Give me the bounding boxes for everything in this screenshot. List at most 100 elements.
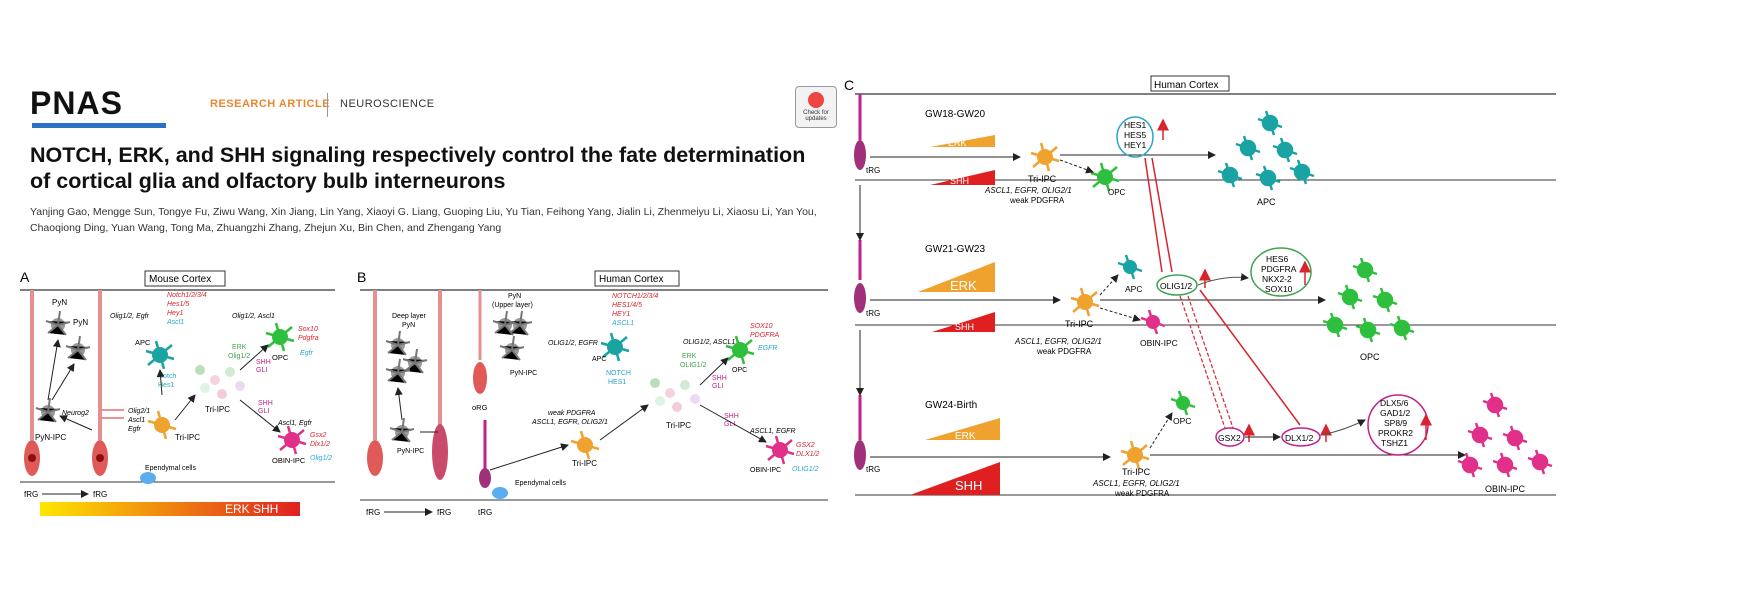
b-frg-2: fRG xyxy=(437,508,451,517)
panel-a: A Mouse Cortex PyN PyN PyN-IPC Neurog2 A… xyxy=(20,269,335,516)
a-frg-2: fRG xyxy=(93,490,107,499)
c-trg-1: tRG xyxy=(866,166,880,175)
c-tri-genes-1a: ASCL1, EGFR, OLIG2/1 xyxy=(984,186,1072,195)
b-apc-genes: OLIG1/2, EGFR xyxy=(548,340,598,347)
author-name[interactable]: Yu Tian xyxy=(505,206,541,218)
a-opc-up-1: Sox10 xyxy=(298,326,318,333)
author-name[interactable]: Zhejun Xu xyxy=(304,222,353,234)
a-apc-up-3: Hey1 xyxy=(167,310,183,317)
c-obin-box-1: DLX5/6 xyxy=(1380,398,1409,408)
c-obin-box-2: GAD1/2 xyxy=(1380,408,1411,418)
c-hes-1: HES1 xyxy=(1124,120,1146,130)
subject-label[interactable]: NEUROSCIENCE xyxy=(340,98,435,110)
a-pyn-label-2: PyN xyxy=(73,318,88,327)
c-apc-row1: APC xyxy=(1257,197,1276,207)
b-opc-genes: OLIG1/2, ASCL1 xyxy=(683,339,735,346)
b-obin-label: OBIN-IPC xyxy=(750,467,781,474)
c-opc-3: OPC xyxy=(1173,416,1191,426)
b-cluster-tri-ipc: Tri-IPC xyxy=(666,421,691,430)
c-tri-ipc-1: Tri-IPC xyxy=(1028,174,1057,184)
author-name[interactable]: Xin Jiang xyxy=(270,206,315,218)
author-name[interactable]: Ziwu Wang xyxy=(212,206,266,218)
panel-c-title: Human Cortex xyxy=(1154,80,1218,91)
b-deep-pyn-1: Deep layer xyxy=(392,313,427,320)
panel-c-letter: C xyxy=(844,77,854,93)
c-opc-box-4: SOX10 xyxy=(1265,284,1293,294)
a-cluster-tri-ipc: Tri-IPC xyxy=(205,405,230,414)
author-name[interactable]: Yuan Wang xyxy=(110,222,165,234)
author-name[interactable]: Mengge Sun xyxy=(92,206,153,218)
a-obin-label: OBIN-IPC xyxy=(272,456,306,465)
b-opc-down: EGFR xyxy=(758,345,777,352)
panel-b-letter: B xyxy=(357,269,366,285)
b-shh1-1: SHH xyxy=(712,375,727,382)
c-stage-3: GW24-Birth xyxy=(925,400,977,411)
b-notch-2: HES1 xyxy=(608,379,626,386)
b-apc-down: ASCL1 xyxy=(611,320,634,327)
a-notch-2: Hes1 xyxy=(158,382,174,389)
author-name[interactable]: Zhuangzhi Zhang xyxy=(216,222,299,234)
b-tri-gene-2: ASCL1, EGFR, OLIG2/1 xyxy=(531,419,608,426)
a-shh1-2: GLI xyxy=(256,367,267,374)
c-trg-2: tRG xyxy=(866,309,880,318)
a-frg-1: fRG xyxy=(24,490,38,499)
c-shh-3: SHH xyxy=(955,478,982,493)
b-opc-label: OPC xyxy=(732,367,747,374)
b-opc-up-1: SOX10 xyxy=(750,323,773,330)
author-name[interactable]: Yan You xyxy=(775,206,814,218)
author-name[interactable]: Tong Ma xyxy=(170,222,211,234)
c-opc-box-3: NKX2-2 xyxy=(1262,274,1292,284)
c-shh-1: SHH xyxy=(950,176,969,186)
check-for-updates-badge[interactable]: Check for updates xyxy=(795,86,837,128)
a-opc-label: OPC xyxy=(272,353,289,362)
c-tri-genes-3a: ASCL1, EGFR, OLIG2/1 xyxy=(1092,479,1180,488)
author-name[interactable]: Xiaoyi G. Liang xyxy=(366,206,438,218)
b-org-label: oRG xyxy=(472,403,488,412)
author-list: Yanjing Gao, Mengge Sun, Tongye Fu, Ziwu… xyxy=(30,206,817,234)
a-apc-label: APC xyxy=(135,338,151,347)
author-name[interactable]: Bin Chen xyxy=(357,222,402,234)
journal-logo[interactable]: PNAS xyxy=(30,85,123,121)
c-hes-2: HES5 xyxy=(1124,130,1146,140)
c-tri-genes-3b: weak PDGFRA xyxy=(1114,489,1170,498)
b-obin-down: OLIG1/2 xyxy=(792,466,819,473)
c-tri-genes-1b: weak PDGFRA xyxy=(1009,196,1065,205)
a-ependymal-label: Ependymal cells xyxy=(145,465,196,472)
author-name[interactable]: Guoping Liu xyxy=(443,206,500,218)
c-stage-1: GW18-GW20 xyxy=(925,109,985,120)
author-name[interactable]: Feihong Yang xyxy=(546,206,611,218)
c-dlx12: DLX1/2 xyxy=(1285,433,1314,443)
header-separator xyxy=(327,93,328,117)
author-name[interactable]: Tongye Fu xyxy=(158,206,208,218)
a-apc-up-1: Notch1/2/3/4 xyxy=(167,292,207,299)
b-upper-pyn-1: PyN xyxy=(508,293,521,300)
b-tri-gene-1: weak PDGFRA xyxy=(548,410,596,417)
a-erk-2: Olig1/2 xyxy=(228,353,250,360)
b-frg-1: fRG xyxy=(366,508,380,517)
c-opc-1: OPC xyxy=(1108,188,1126,197)
c-hes-3: HEY1 xyxy=(1124,140,1146,150)
author-name[interactable]: Xiaosu Li xyxy=(726,206,770,218)
c-erk-3: ERK xyxy=(955,431,976,442)
author-name[interactable]: Zhenmeiyu Li xyxy=(657,206,721,218)
a-obin-genes: Ascl1, Egfr xyxy=(277,420,313,427)
a-shh1-1: SHH xyxy=(256,359,271,366)
c-tri-genes-2b: weak PDGFRA xyxy=(1036,347,1092,356)
c-obin-box-5: TSHZ1 xyxy=(1381,438,1408,448)
a-apc-down: Ascl1 xyxy=(166,319,184,326)
author-name[interactable]: Lin Yang xyxy=(319,206,361,218)
b-apc-up-1: NOTCH1/2/3/4 xyxy=(612,293,658,300)
badge-label: Check for updates xyxy=(803,110,829,122)
author-name[interactable]: Chaoqiong Ding xyxy=(30,222,106,234)
a-gradient-label: ERK SHH xyxy=(225,502,278,516)
article-title: NOTCH, ERK, and SHH signaling respective… xyxy=(30,143,806,193)
c-opc-box-1: HES6 xyxy=(1266,254,1288,264)
a-apc-up-2: Hes1/5 xyxy=(167,301,189,308)
author-name[interactable]: and Zhengang Yang xyxy=(407,222,502,234)
b-upper-pyn-2: (Upper layer) xyxy=(492,302,533,309)
author-name[interactable]: Yanjing Gao xyxy=(30,206,88,218)
panel-a-letter: A xyxy=(20,269,30,285)
c-gsx2: GSX2 xyxy=(1218,433,1241,443)
author-name[interactable]: Jialin Li xyxy=(616,206,652,218)
c-obin-row3: OBIN-IPC xyxy=(1485,484,1526,494)
